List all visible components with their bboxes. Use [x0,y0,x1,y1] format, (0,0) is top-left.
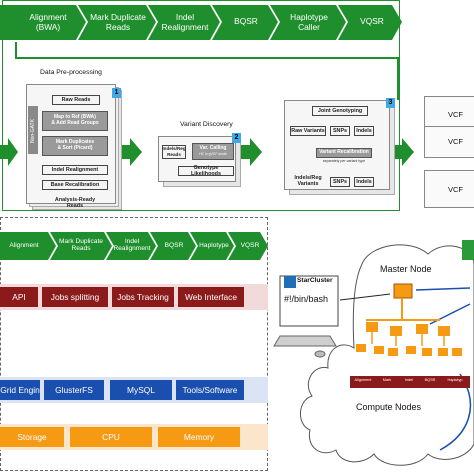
raw-variants-box: Raw Variants [290,126,326,136]
bottom-stage-5: Haplotype [199,242,229,249]
hw-memory: Memory [158,427,240,447]
var-calling-box: Var. Calling HC in gVCF mode [192,143,234,160]
vcf-label-2: VCF [448,137,463,146]
hw-layer: Storage CPU Memory [0,424,268,450]
master-node [393,283,413,299]
bottom-pipeline-banner [0,232,268,260]
cloud-outline [300,244,474,466]
flow-arrows [0,42,414,166]
pipeline-label-2: Mark Duplicate Reads [90,12,146,32]
discovery-reads-box: Indels/Reg Reads [162,145,186,159]
infra-tools-software: Tools/Software [176,380,244,400]
pipeline-label-6: VQSR [360,16,384,26]
app-jobs-splitting: Jobs splitting [42,287,108,307]
preprocessing-title: Data Pre-processing [40,69,102,76]
app-web-interface: Web Interface [178,287,244,307]
bottom-stage-1: Alignment [9,242,39,249]
bracket-arrow [15,42,399,100]
variant-recal-sub: separately per variant type [322,159,366,163]
pipeline-label-1: Alignment (BWA) [29,12,67,32]
pipeline-stage-3 [148,5,220,40]
pipeline-label-3: Indel Realignment [161,12,209,32]
compute-nodes-label: Compute Nodes [356,402,422,412]
variant-recal-box: Variant Recalibration [316,148,372,158]
mouse [314,350,326,358]
badge-1: 1 [112,88,121,98]
badge-3: 3 [386,98,395,108]
non-gatk-bar [28,106,38,154]
shell-label: #!/bin/bash [284,294,329,304]
mini-stage-2: Mark [382,378,392,382]
master-node-label: Master Node [380,264,432,274]
indel-realign-box: Indel Realignment [42,165,108,175]
arrow-genotyping-to-vcf [392,138,414,166]
base-recal-box: Base Recalibration [42,180,108,190]
genotype-likelihoods-box: Genotype Likelihoods [178,165,234,177]
vcf-label-1: VCF [448,110,463,119]
infra-mysql: MySQL [110,380,172,400]
infra-layer: Grid Engin GlusterFS MySQL Tools/Softwar… [0,377,268,403]
indels-box-2: Indels [354,177,374,187]
starcluster-icon [284,276,296,288]
mini-stage-4: BQSR [424,378,436,382]
pipeline-stage-6 [338,5,402,40]
app-layer: API Jobs splitting Jobs Tracking Web Int… [0,284,268,310]
mark-dup-box: Mark Duplicates & Sort (Picard) [42,136,108,156]
discovery-title: Variant Discovery [180,121,233,128]
joint-genotyping-box: Joint Genotyping [312,106,368,116]
pipeline-stage-1 [0,5,86,40]
non-gatk-label: Non-GATK [30,118,36,144]
hw-cpu: CPU [70,427,152,447]
job-bar [350,376,470,388]
top-panel [2,0,400,211]
arrow-preproc-to-discovery [120,138,142,166]
var-calling-sub: HC in gVCF mode [199,151,227,156]
pipeline-stage-4 [212,5,278,40]
bottom-stage-2: Mark Duplicate Reads [59,238,103,253]
vcf-label-3: VCF [448,185,463,194]
infra-grid-engine: Grid Engin [0,380,40,400]
snps-box-2: SNPs [330,177,350,187]
raw-reads-box: Raw Reads [52,95,100,105]
infra-glusterfs: GlusterFS [44,380,104,400]
app-jobs-tracking: Jobs Tracking [112,287,174,307]
pipeline-label-5: Haplotype Caller [290,12,328,32]
bottom-stage-3: Indel Realignment [113,238,151,253]
final-variants-box: Indels/Reg Variants [294,175,322,187]
hw-storage: Storage [0,427,64,447]
mini-stage-5: Haplotyp [447,378,463,382]
top-pipeline-banner [0,5,402,40]
vcf-file-2 [424,126,474,158]
map-ref-box: Map to Ref (BWA) & Add Read Groups [42,111,108,131]
mini-stage-1: Alignment [354,378,372,382]
pipeline-stage-2 [78,5,156,40]
pipeline-label-4: BQSR [234,16,258,26]
pipeline-stage-5 [270,5,346,40]
cluster-diagram [273,240,474,466]
indels-box-1: Indels [354,126,374,136]
arrow-discovery-to-genotyping [238,138,262,166]
analysis-ready-box: Analysis-Ready Reads [54,197,96,209]
vcf-file-3 [424,170,474,208]
keyboard [273,335,337,347]
badge-2: 2 [232,133,241,143]
arrow-into-preproc [0,138,18,166]
snps-box-1: SNPs [330,126,350,136]
bottom-stage-4: BQSR [164,242,184,249]
var-calling-label: Var. Calling [199,144,227,151]
bottom-stage-6: VQSR [240,242,260,249]
architecture-panel [0,217,268,471]
mini-stage-3: Indel [404,378,414,382]
starcluster-label: StarCluster [297,277,333,284]
app-api: API [0,287,38,307]
